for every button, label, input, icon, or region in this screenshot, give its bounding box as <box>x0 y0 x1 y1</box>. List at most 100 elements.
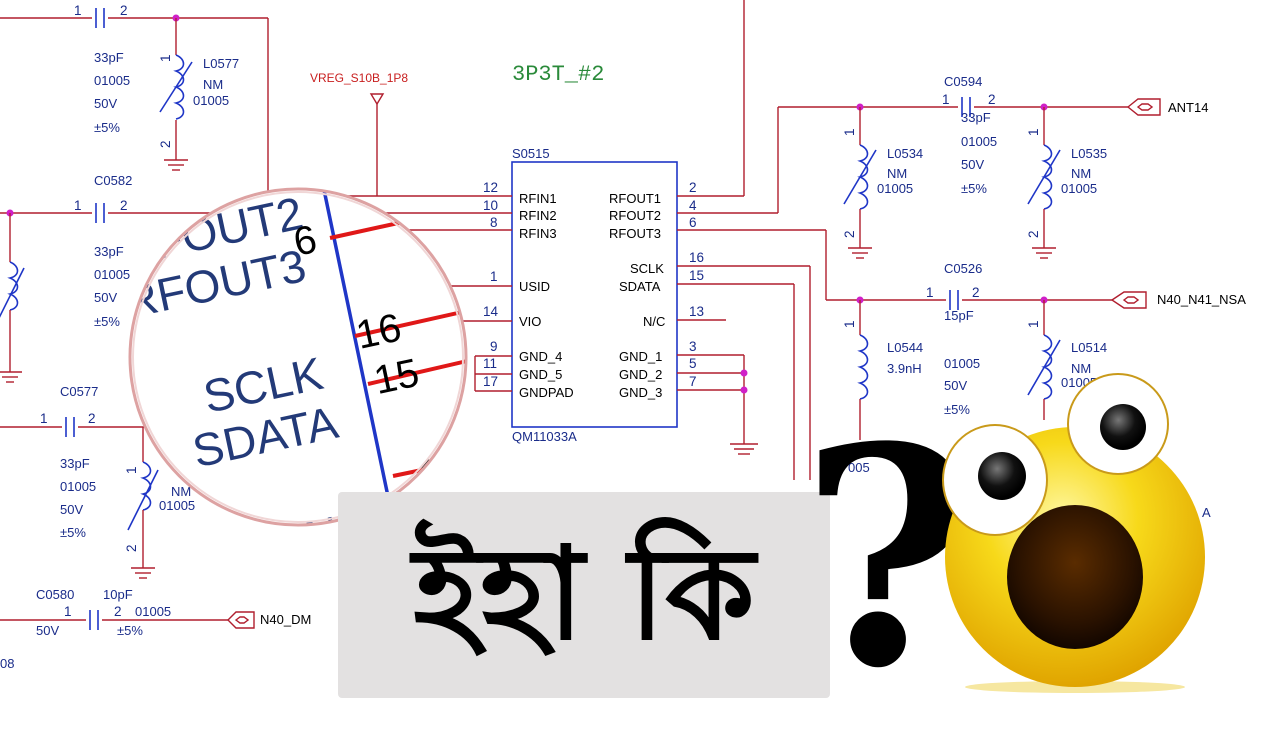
svg-text:15: 15 <box>689 268 704 283</box>
svg-text:10: 10 <box>483 198 498 213</box>
vreg-label: VREG_S10B_1P8 <box>310 71 408 85</box>
svg-text:C0594: C0594 <box>944 74 982 89</box>
inductor-mid: 1 2 NM 01005 <box>124 427 195 579</box>
capacitor-c0594: C0594 1 2 ANT14 33pF 01005 50V ±5% <box>856 74 1208 196</box>
svg-text:GND_1: GND_1 <box>619 349 662 364</box>
svg-text:1: 1 <box>842 320 857 328</box>
svg-text:RFIN2: RFIN2 <box>519 208 557 223</box>
svg-text:NM: NM <box>1071 361 1091 376</box>
svg-text:50V: 50V <box>36 623 59 638</box>
svg-text:1: 1 <box>74 3 82 18</box>
svg-text:2: 2 <box>988 92 996 107</box>
svg-text:1: 1 <box>40 411 48 426</box>
left-edge-inductor <box>0 213 25 383</box>
svg-text:1: 1 <box>942 92 950 107</box>
svg-text:1: 1 <box>64 604 72 619</box>
capacitor-c0577: C0577 1 2 33pF 01005 50V ±5% <box>0 384 160 540</box>
svg-text:33pF: 33pF <box>94 50 124 65</box>
svg-text:RFOUT2: RFOUT2 <box>609 208 661 223</box>
svg-text:2: 2 <box>120 198 128 213</box>
svg-text:N/C: N/C <box>643 314 665 329</box>
svg-text:NM: NM <box>203 77 223 92</box>
mag-num-13: 13 <box>415 446 468 498</box>
svg-text:N40_DM: N40_DM <box>260 612 311 627</box>
svg-text:2: 2 <box>158 140 173 148</box>
svg-text:5: 5 <box>689 356 697 371</box>
svg-text:±5%: ±5% <box>117 623 143 638</box>
svg-text:50V: 50V <box>961 157 984 172</box>
svg-text:14: 14 <box>483 304 499 319</box>
svg-text:50V: 50V <box>94 96 117 111</box>
svg-text:01005: 01005 <box>60 479 96 494</box>
svg-text:01005: 01005 <box>159 498 195 513</box>
svg-text:±5%: ±5% <box>944 402 970 417</box>
svg-text:11: 11 <box>483 356 497 371</box>
svg-text:QM11033A: QM11033A <box>512 429 577 444</box>
bengali-banner: ইহা কি <box>338 492 830 698</box>
svg-text:15pF: 15pF <box>944 308 974 323</box>
svg-text:A: A <box>1202 505 1211 520</box>
svg-text:10pF: 10pF <box>103 587 133 602</box>
svg-text:ANT14: ANT14 <box>1168 100 1208 115</box>
svg-text:1: 1 <box>490 269 498 284</box>
inductor-l0577: 1 2 L0577 NM 01005 <box>158 18 239 171</box>
top-capacitor: 1 2 33pF 01005 50V ±5% <box>0 3 269 196</box>
svg-text:01005: 01005 <box>944 356 980 371</box>
mag-num-16: 16 <box>352 306 405 358</box>
svg-text:01005: 01005 <box>94 267 130 282</box>
svg-text:01005: 01005 <box>877 181 913 196</box>
svg-text:C0526: C0526 <box>944 261 982 276</box>
svg-text:50V: 50V <box>944 378 967 393</box>
svg-text:L0514: L0514 <box>1071 340 1107 355</box>
svg-text:±5%: ±5% <box>60 525 86 540</box>
svg-text:1: 1 <box>926 285 934 300</box>
svg-text:33pF: 33pF <box>961 110 991 125</box>
svg-text:1: 1 <box>74 198 82 213</box>
svg-text:1: 1 <box>1026 320 1041 328</box>
svg-text:1: 1 <box>1026 128 1041 136</box>
svg-text:2: 2 <box>1026 230 1041 238</box>
svg-text:NM: NM <box>171 484 191 499</box>
svg-text:GND_5: GND_5 <box>519 367 562 382</box>
svg-text:RFIN3: RFIN3 <box>519 226 557 241</box>
svg-text:GNDPAD: GNDPAD <box>519 385 574 400</box>
svg-text:3.9nH: 3.9nH <box>887 361 922 376</box>
svg-text:005: 005 <box>848 460 870 475</box>
capacitor-c0582: C0582 1 2 33pF 01005 50V ±5% <box>0 173 200 329</box>
emoji-mouth <box>1007 505 1143 649</box>
svg-text:8: 8 <box>490 215 498 230</box>
block-title: 3P3T_#2 <box>512 62 604 87</box>
svg-text:1: 1 <box>124 466 139 474</box>
svg-text:12: 12 <box>483 180 498 195</box>
svg-text:C0582: C0582 <box>94 173 132 188</box>
svg-text:SCLK: SCLK <box>630 261 664 276</box>
svg-text:33pF: 33pF <box>60 456 90 471</box>
svg-text:01005: 01005 <box>94 73 130 88</box>
capacitor-c0526: C0526 1 2 N40_N41_NSA 15pF 01005 50V ±5% <box>856 261 1246 417</box>
svg-text:±5%: ±5% <box>961 181 987 196</box>
svg-text:N40_N41_NSA: N40_N41_NSA <box>1157 292 1246 307</box>
svg-text:2: 2 <box>842 230 857 238</box>
svg-text:9: 9 <box>490 339 498 354</box>
svg-text:C0580: C0580 <box>36 587 74 602</box>
svg-text:VIO: VIO <box>519 314 541 329</box>
svg-text:16: 16 <box>689 250 704 265</box>
svg-text:±5%: ±5% <box>94 314 120 329</box>
svg-text:3: 3 <box>689 339 697 354</box>
svg-text:4: 4 <box>689 198 697 213</box>
svg-text:USID: USID <box>519 279 550 294</box>
svg-text:01005: 01005 <box>193 93 229 108</box>
svg-text:01005: 01005 <box>135 604 171 619</box>
svg-text:50V: 50V <box>94 290 117 305</box>
svg-text:7: 7 <box>689 374 697 389</box>
svg-text:6: 6 <box>689 215 697 230</box>
svg-text:GND_4: GND_4 <box>519 349 562 364</box>
svg-text:01005: 01005 <box>961 134 997 149</box>
svg-text:17: 17 <box>483 374 498 389</box>
svg-text:2: 2 <box>88 411 96 426</box>
svg-text:2: 2 <box>689 180 697 195</box>
svg-text:S0515: S0515 <box>512 146 550 161</box>
svg-text:2: 2 <box>972 285 980 300</box>
svg-text:RFOUT3: RFOUT3 <box>609 226 661 241</box>
svg-text:L0544: L0544 <box>887 340 923 355</box>
